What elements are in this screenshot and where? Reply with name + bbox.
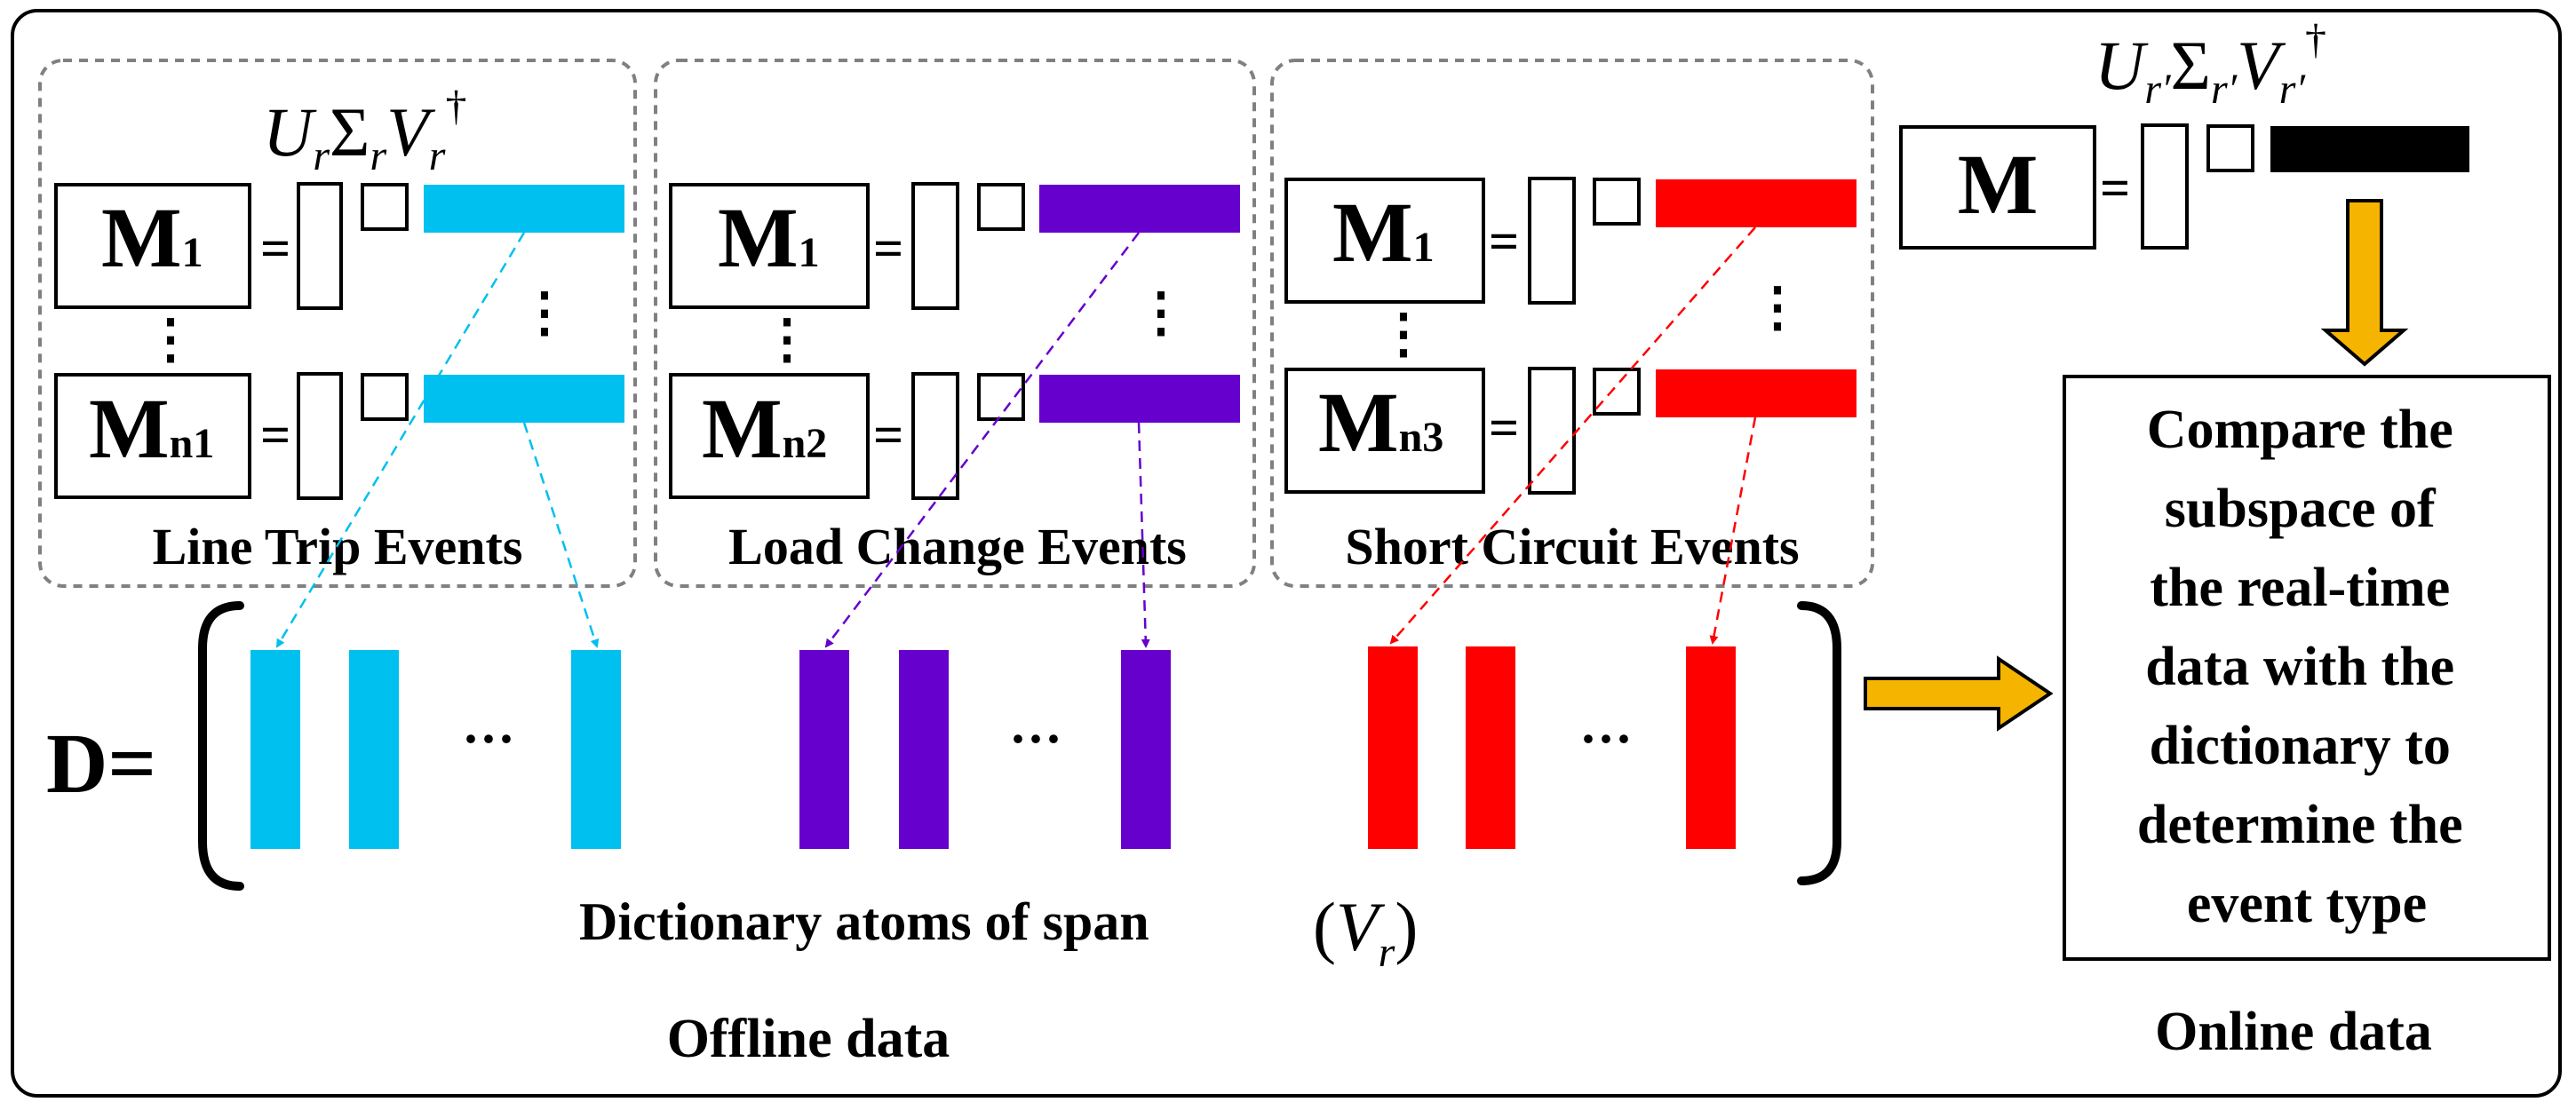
v-matrix-load-change: [1039, 375, 1240, 423]
u-matrix: [1528, 367, 1576, 495]
atom-short-circuit: [1466, 646, 1515, 849]
span-symbol: (Vr): [1313, 888, 1418, 976]
u-matrix: [2141, 123, 2189, 250]
arrow-short-circuit: [1389, 226, 1756, 645]
matrix-mn1-label: Mn1: [89, 381, 214, 476]
group-load-change: M1 = ⋮ ⋮ Mn2 = Load Change Events: [654, 59, 1256, 588]
v-matrix-line-trip: [424, 375, 624, 423]
atom-load-change: [1121, 650, 1171, 849]
matrix-m1-label: M1: [1332, 185, 1435, 280]
line-trip-dashed-box: [38, 59, 637, 588]
atom-short-circuit: [1686, 646, 1736, 849]
load-change-dashed-box: [654, 59, 1256, 588]
online-section-label: Online data: [2155, 1002, 2432, 1062]
svd-header-online: Ur′Σr′Vr′†: [2095, 16, 2326, 113]
matrix-m1-box: [1284, 178, 1485, 304]
atom-line-trip: [250, 650, 300, 849]
equals-sign: =: [260, 406, 290, 464]
v-matrix-short-circuit: [1656, 369, 1856, 417]
matrix-m1-label: M1: [101, 190, 203, 285]
matrix-mn2-label: Mn2: [702, 381, 827, 476]
atom-line-trip: [349, 650, 399, 849]
matrix-m1-label: M1: [718, 190, 820, 285]
offline-section-label: Offline data: [667, 1009, 950, 1069]
equals-sign: =: [873, 219, 903, 278]
vdots-right: ⋮: [1134, 283, 1188, 342]
down-arrow: [2320, 199, 2409, 367]
sigma-matrix: [977, 373, 1025, 421]
online-matrix-label: M: [1958, 137, 2039, 232]
arrow-short-circuit: [1709, 416, 1757, 645]
v-matrix-short-circuit: [1656, 179, 1856, 227]
sigma-matrix: [361, 183, 409, 231]
equals-sign: =: [260, 219, 290, 278]
u-matrix: [1528, 177, 1576, 305]
arrow-line-trip: [522, 422, 600, 648]
matrix-m1-box: [669, 183, 870, 309]
arrow-load-change: [824, 232, 1140, 648]
atom-load-change: [899, 650, 949, 849]
arrow-load-change: [1137, 422, 1150, 648]
vdots-right: ⋮: [1751, 278, 1804, 337]
u-matrix: [911, 372, 959, 500]
equals-sign: =: [1489, 212, 1519, 271]
right-bracket: [1797, 601, 1841, 885]
matrix-mn1-box: [54, 373, 251, 499]
group-short-circuit: M1 = ⋮ ⋮ Mn3 = Short Circuit Events: [1270, 59, 1874, 588]
dictionary: D= ··· ··· ··· Dictionary atoms of span …: [46, 601, 1841, 1069]
outer-frame: [11, 9, 2562, 1098]
u-matrix: [297, 182, 343, 310]
vdots-left: ⋮: [144, 310, 197, 369]
load-change-title: Load Change Events: [728, 518, 1187, 575]
arrow-line-trip: [275, 232, 526, 648]
u-matrix: [297, 372, 343, 500]
online-section: Ur′Σr′Vr′† M = Compare the subspace of t…: [1864, 16, 2551, 1062]
vdots-left: ⋮: [1377, 305, 1430, 363]
sigma-matrix: [361, 373, 409, 421]
atom-load-change: [799, 650, 849, 849]
atom-ellipsis: ···: [1579, 710, 1633, 768]
equals-sign: =: [873, 406, 903, 464]
mapping-arrows: [275, 226, 1757, 648]
vdots-right: ⋮: [518, 283, 571, 342]
sigma-matrix: [977, 183, 1025, 231]
short-circuit-title: Short Circuit Events: [1345, 518, 1799, 575]
atom-ellipsis: ···: [462, 710, 515, 768]
matrix-mn3-label: Mn3: [1318, 375, 1443, 470]
v-matrix-online: [2270, 126, 2469, 172]
compare-text: Compare the subspace of the real-time da…: [2137, 400, 2477, 934]
atom-ellipsis: ···: [1009, 710, 1062, 768]
vdots-left: ⋮: [760, 310, 814, 369]
online-matrix-box: [1899, 125, 2096, 250]
svd-header-offline: UrΣrVr†: [263, 83, 466, 179]
sigma-matrix: [1593, 178, 1641, 226]
group-line-trip: UrΣrVr† M1 = ⋮ ⋮ Mn1 = Line Trip Events: [38, 59, 637, 588]
v-matrix-line-trip: [424, 185, 624, 233]
sigma-matrix: [2206, 124, 2254, 172]
u-matrix: [911, 182, 959, 310]
dictionary-label: D=: [46, 716, 156, 811]
atom-short-circuit: [1368, 646, 1418, 849]
v-matrix-load-change: [1039, 185, 1240, 233]
sigma-matrix: [1593, 368, 1641, 416]
dictionary-caption: Dictionary atoms of span: [579, 892, 1149, 951]
matrix-mn3-box: [1284, 368, 1485, 494]
short-circuit-dashed-box: [1270, 59, 1874, 588]
matrix-m1-box: [54, 183, 251, 309]
right-arrow: [1864, 655, 2054, 732]
atom-line-trip: [571, 650, 621, 849]
equals-sign: =: [2100, 159, 2130, 218]
compare-box: [2063, 375, 2551, 961]
left-bracket: [198, 601, 244, 891]
equals-sign: =: [1489, 399, 1519, 457]
matrix-mn2-box: [669, 373, 870, 499]
